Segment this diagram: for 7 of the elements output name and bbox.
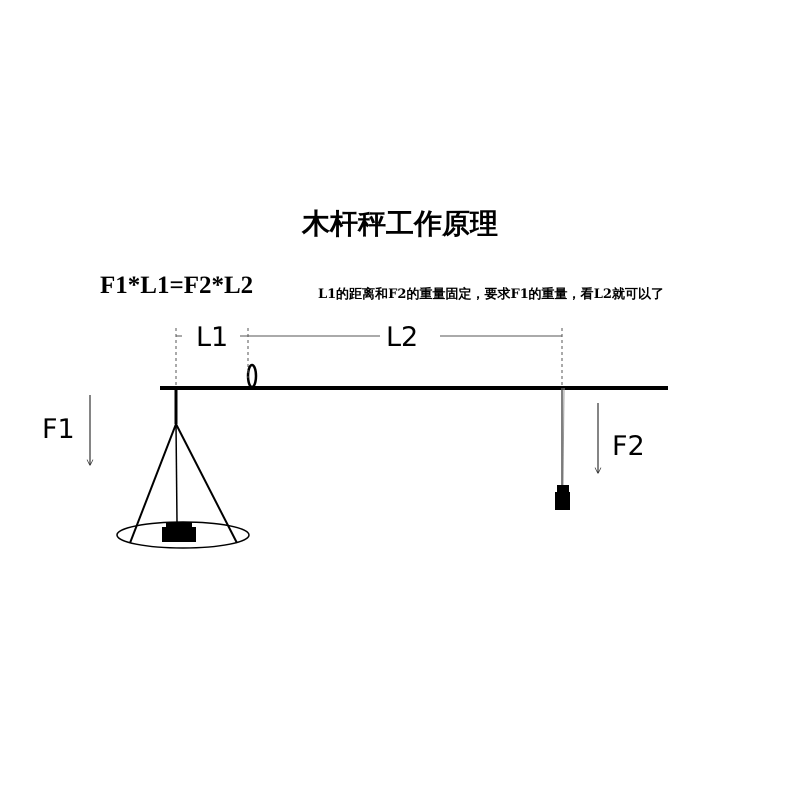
note-text: L1的距离和F2的重量固定，要求F1的重量，看L2就可以了 <box>318 286 664 303</box>
force-label: F2 <box>612 431 645 462</box>
dimension-label: L1 <box>196 322 228 353</box>
dimension-label: L2 <box>386 322 418 353</box>
title: 木杆秤工作原理 <box>300 206 499 242</box>
force-label: F1 <box>42 414 75 445</box>
formula: F1*L1=F2*L2 <box>100 272 254 300</box>
